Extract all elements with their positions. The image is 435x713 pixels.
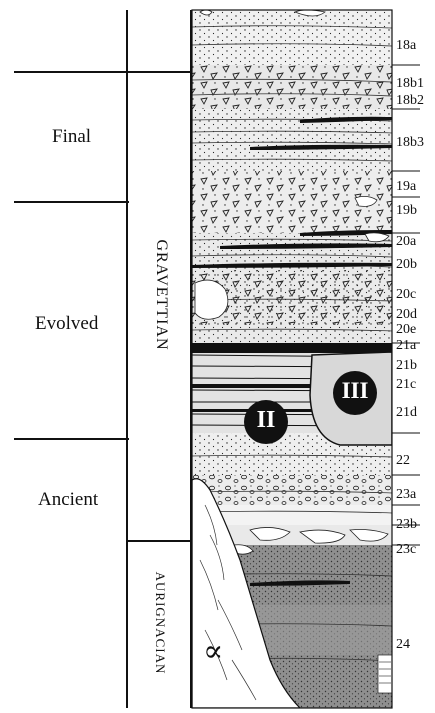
layer-label-19a: 19a [396, 179, 416, 195]
layer-label-21a: 21a [396, 338, 416, 354]
layer-label-20b: 20b [396, 257, 417, 273]
layer-label-21c: 21c [396, 377, 416, 393]
layer-label-20d: 20d [396, 307, 417, 323]
pit-iii-label: III [334, 378, 376, 404]
layer-label-19b: 19b [396, 203, 417, 219]
layer-label-23c: 23c [396, 542, 416, 558]
layer-label-20c: 20c [396, 287, 416, 303]
layer-label-21d: 21d [396, 405, 417, 421]
layer-label-22: 22 [396, 453, 410, 469]
layer-label-21b: 21b [396, 358, 417, 374]
layer-label-23a: 23a [396, 487, 416, 503]
layer-label-18b1: 18b1 [396, 76, 424, 92]
layer-label-23b: 23b [396, 517, 417, 533]
layer-label-18b3: 18b3 [396, 135, 424, 151]
pit-ii-label: II [246, 407, 286, 434]
layer-label-24: 24 [396, 637, 410, 653]
alpha-symbol: ∝ [203, 634, 223, 669]
layer-label-20e: 20e [396, 322, 416, 338]
layer-label-18a: 18a [396, 38, 416, 54]
layer-label-18b2: 18b2 [396, 93, 424, 109]
layer-label-20a: 20a [396, 234, 416, 250]
